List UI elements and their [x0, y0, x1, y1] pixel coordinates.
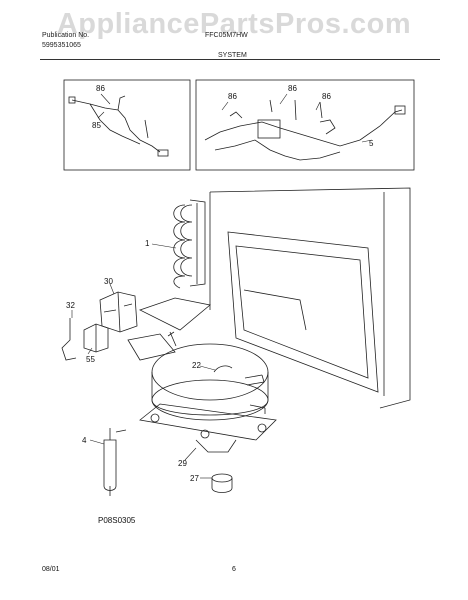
callout-27: 27 [190, 474, 199, 483]
relay-assembly-30 [99, 291, 138, 333]
wire-harness-85 [68, 95, 169, 157]
freezer-cabinet [209, 187, 411, 409]
callout-32: 32 [66, 301, 75, 310]
publication-number: 5995351065 [42, 42, 81, 49]
callout-30: 30 [104, 277, 113, 286]
condenser-coil [173, 199, 206, 289]
leader-lines [71, 93, 373, 479]
callout-55: 55 [86, 355, 95, 364]
compressor-22 [151, 331, 269, 421]
callout-4: 4 [82, 436, 87, 445]
callout-22: 22 [192, 361, 201, 370]
callout-86b: 86 [228, 92, 237, 101]
figure-code: P08S0305 [98, 516, 136, 525]
header-rule [40, 59, 440, 60]
model-label: FFC05M7HW [205, 32, 248, 39]
callout-85: 85 [92, 121, 101, 130]
publication-label: Publication No. [42, 32, 90, 39]
grommet-27 [211, 473, 233, 493]
wire-lead-32 [61, 318, 77, 361]
inset-box-harness-5 [195, 79, 415, 171]
callout-86a: 86 [96, 84, 105, 93]
callout-1: 1 [145, 239, 150, 248]
callout-5: 5 [369, 139, 374, 148]
callout-29: 29 [178, 459, 187, 468]
compressor-mounting-base-29 [139, 403, 277, 453]
wire-harness-5 [204, 99, 406, 161]
compressor-base-plate-shadow [127, 333, 176, 361]
footer-date: 08/01 [42, 566, 60, 573]
callout-86d: 86 [322, 92, 331, 101]
callout-86c: 86 [288, 84, 297, 93]
filter-drier-4 [103, 428, 127, 496]
overload-protector-55 [83, 323, 109, 353]
inset-box-harness [63, 79, 191, 171]
page-number: 6 [232, 566, 236, 573]
terminal-cover [138, 297, 211, 331]
section-title: SYSTEM [218, 52, 247, 59]
